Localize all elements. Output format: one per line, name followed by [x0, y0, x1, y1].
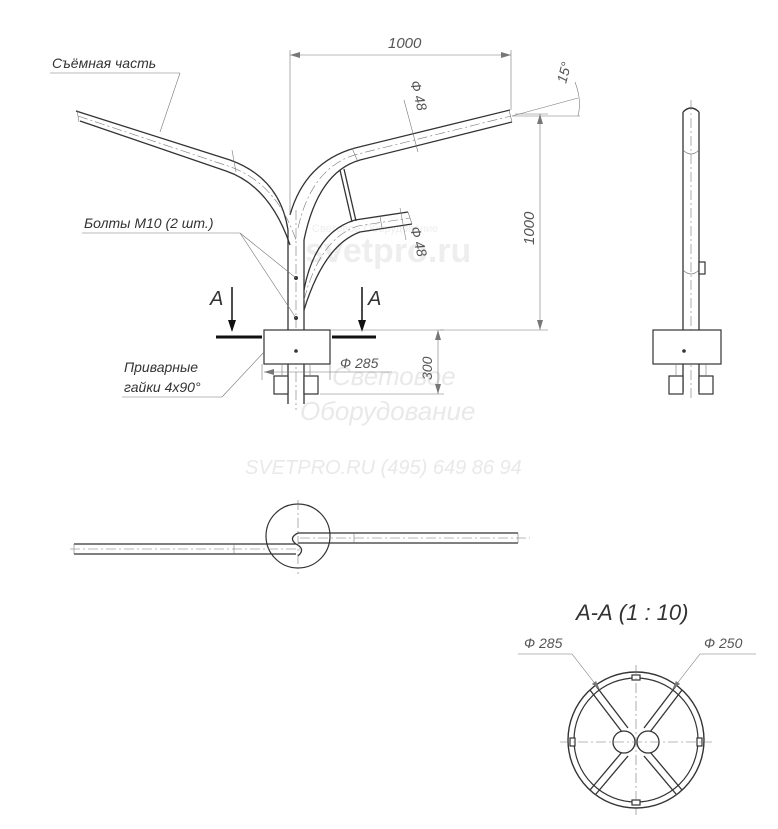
watermark-small: Световое Оборудование: [312, 223, 438, 235]
dim-diameter-48-lower: Ф 48: [407, 225, 430, 259]
dim-flange-285: Ф 285: [340, 355, 379, 371]
section-dim-285: Ф 285: [524, 635, 563, 651]
dim-angle: 15°: [553, 60, 574, 85]
section-view: [560, 665, 712, 815]
dim-vertical-1000: 1000: [521, 211, 538, 245]
watermark-company-1: Световое: [332, 361, 456, 391]
bolts-label: Болты М10 (2 шт.): [84, 215, 213, 231]
watermark-contact: SVETPRO.RU (495) 649 86 94: [245, 457, 522, 479]
weld-nuts-label-1: Приварные: [124, 359, 198, 375]
watermark-company-2: Оборудование: [300, 396, 475, 426]
dim-horizontal-1000: 1000: [388, 35, 422, 52]
dim-diameter-48-upper: Ф 48: [407, 79, 430, 113]
top-view: [70, 500, 530, 574]
removable-part-label: Съёмная часть: [52, 55, 156, 71]
watermark-site: svetpro.ru: [305, 232, 471, 270]
section-mark-right: А: [367, 288, 381, 310]
front-view: [75, 109, 513, 410]
section-title: А-А (1 : 10): [574, 600, 688, 625]
side-view: [652, 100, 722, 400]
section-mark-left: А: [209, 288, 223, 310]
section-dim-250: Ф 250: [704, 635, 743, 651]
weld-nuts-label-2: гайки 4х90°: [124, 379, 201, 395]
dim-base-300: 300: [419, 356, 435, 380]
